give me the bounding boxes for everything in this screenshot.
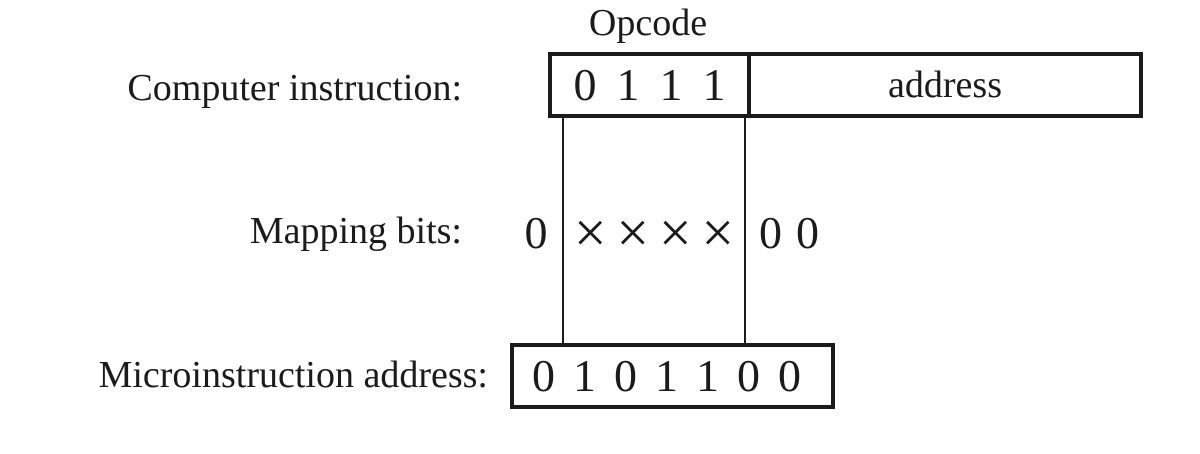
- microinstruction-address-box: 0 1 0 1 1 0 0: [510, 343, 835, 409]
- opcode-field: 0 1 1 1: [552, 56, 751, 114]
- opcode-caption: Opcode: [588, 2, 708, 44]
- connector-line-left: [562, 118, 564, 343]
- micro-address-bit: 0: [778, 350, 801, 401]
- opcode-bit: 1: [702, 59, 726, 110]
- mapping-bit: 0: [796, 207, 819, 258]
- mapping-prefix-bit: 0: [510, 208, 562, 258]
- mapping-suffix-bits: 0 0: [745, 208, 855, 258]
- wildcard-x-icon: ×: [573, 200, 607, 265]
- micro-address-bit: 1: [696, 350, 719, 401]
- mapping-opcode-wildcards: × × × ×: [564, 204, 744, 262]
- micro-address-bit: 0: [614, 350, 637, 401]
- wildcard-x-icon: ×: [658, 200, 692, 265]
- opcode-bit: 1: [659, 59, 683, 110]
- wildcard-x-icon: ×: [701, 200, 735, 265]
- connector-line-right: [744, 118, 746, 343]
- opcode-bit: 1: [616, 59, 640, 110]
- address-field: address: [888, 64, 1002, 106]
- micro-address-bit: 1: [573, 350, 596, 401]
- computer-instruction-box: 0 1 1 1 address: [548, 52, 1143, 118]
- mapping-bit: 0: [524, 207, 548, 258]
- micro-address-bit: 0: [737, 350, 760, 401]
- micro-address-bit: 0: [532, 350, 555, 401]
- opcode-bit: 0: [573, 59, 597, 110]
- computer-instruction-label: Computer instruction:: [127, 67, 462, 109]
- mapping-bits-label: Mapping bits:: [249, 210, 462, 252]
- wildcard-x-icon: ×: [616, 200, 650, 265]
- micro-address-bit: 1: [655, 350, 678, 401]
- mapping-bit: 0: [759, 207, 782, 258]
- microinstruction-address-label: Microinstruction address:: [98, 354, 488, 396]
